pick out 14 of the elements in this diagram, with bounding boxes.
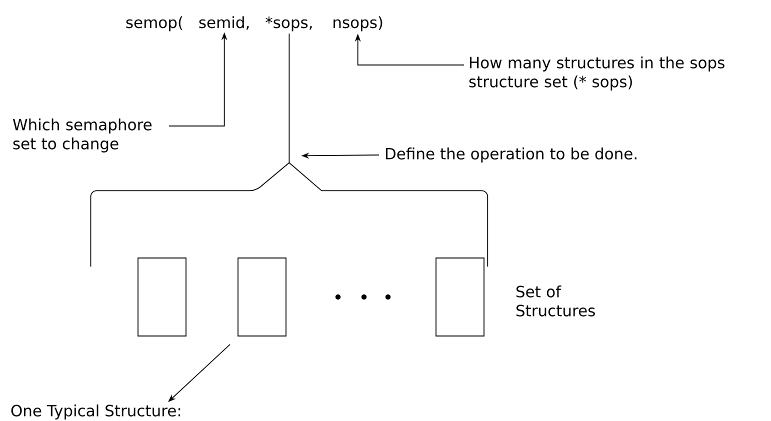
structure-box	[436, 258, 484, 336]
annotation-text: How many structures in the sops structure set (* sops)	[469, 56, 724, 90]
label-text: Set of Structures	[516, 285, 595, 316]
code-text: nsops)	[334, 16, 382, 32]
code-text: *sops,	[266, 16, 312, 32]
code-text: semid,	[199, 16, 249, 30]
annotation-text: Define the operation to be done.	[386, 148, 636, 162]
line	[288, 33, 290, 164]
brace	[90, 162, 488, 268]
caption-text: One Typical Structure:	[11, 404, 180, 420]
structure-box	[238, 258, 286, 336]
code-text: semop(	[126, 16, 182, 32]
structure-box	[138, 258, 186, 336]
annotation-text: Which semaphore set to change	[12, 118, 152, 152]
